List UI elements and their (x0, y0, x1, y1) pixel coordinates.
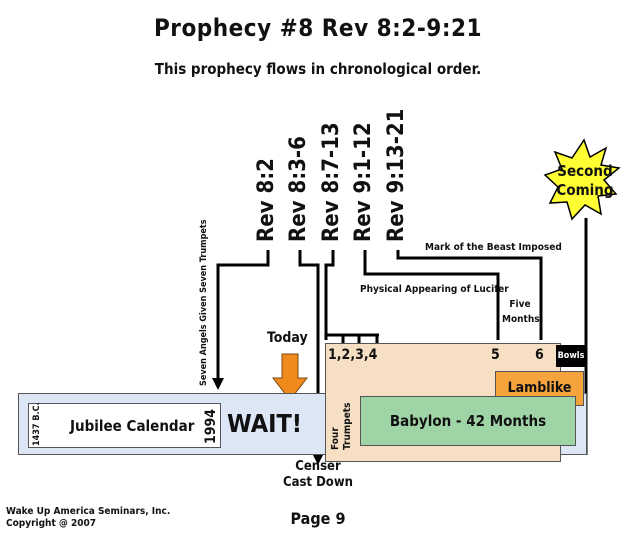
four-trumpets-label: Four Trumpets (330, 402, 353, 450)
wait-label: WAIT! (227, 409, 303, 438)
second-coming-star (543, 138, 621, 221)
trumpets-1-4-label: 1,2,3,4 (328, 347, 378, 363)
rev-9-1-12-connector (363, 250, 500, 340)
second-coming-label: Second Coming (556, 162, 614, 199)
ref-rev-9-1-12: Rev 9:1-12 (351, 122, 376, 242)
page-subtitle: This prophecy flows in chronological ord… (154, 60, 482, 78)
rev-8-3-6-connector (298, 250, 320, 455)
trumpet-5-label: 5 (491, 347, 500, 363)
ref-rev-8-3-6: Rev 8:3-6 (286, 136, 311, 242)
mark-of-beast-label: Mark of the Beast Imposed (425, 242, 562, 253)
ref-rev-8-2: Rev 8:2 (254, 158, 279, 242)
trumpet-6-label: 6 (535, 347, 544, 363)
page-number: Page 9 (290, 509, 346, 528)
lucifer-label: Physical Appearing of Lucifer (360, 284, 509, 295)
five-months-label: Five Months (502, 299, 540, 325)
today-label: Today (267, 330, 308, 346)
seven-angels-arrowhead (212, 378, 224, 390)
rev-8-2-connector (216, 250, 270, 380)
rev-8-7-13-connector (324, 250, 335, 340)
page-title: Prophecy #8 Rev 8:2-9:21 (153, 14, 483, 42)
year-1994-label: 1994 (203, 408, 219, 444)
footer-credits: Wake Up America Seminars, Inc. Copyright… (6, 506, 171, 529)
ref-rev-8-7-13: Rev 8:7-13 (319, 122, 344, 242)
jubilee-calendar-label: Jubilee Calendar (70, 417, 195, 435)
rev-9-13-21-connector (396, 250, 543, 340)
censer-arrowhead (312, 453, 324, 465)
today-arrow (271, 353, 309, 401)
jubilee-calendar-box (28, 403, 221, 448)
bowls-box: Bowls (556, 345, 586, 367)
babylon-box: Babylon - 42 Months (360, 396, 576, 446)
seven-angels-label: Seven Angels Given Seven Trumpets (199, 219, 209, 386)
censer-label: Censer Cast Down (283, 459, 353, 490)
year-1437-label: 1437 B.C. (32, 402, 42, 446)
ref-rev-9-13-21: Rev 9:13-21 (384, 108, 409, 242)
